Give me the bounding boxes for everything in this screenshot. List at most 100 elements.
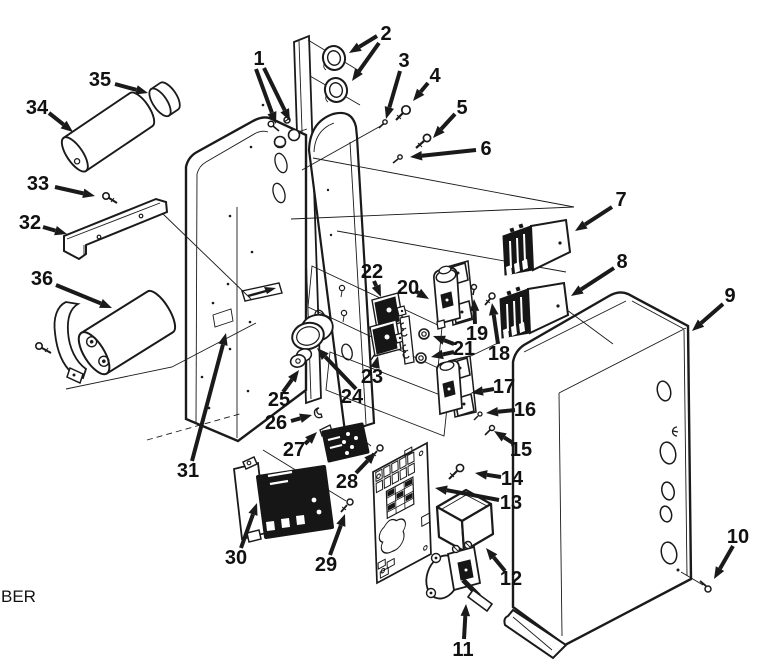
callout-34-number: 34 [26, 97, 49, 119]
screw-4 [395, 104, 412, 121]
cover-foot [503, 608, 568, 660]
callout-2-number: 2 [380, 23, 391, 45]
relay-8 [499, 281, 570, 339]
callout-10-number: 10 [727, 526, 749, 548]
callout-1-arrow-shaft [254, 68, 274, 114]
callout-34-arrow-head [60, 120, 73, 132]
clamp-35 [148, 81, 181, 118]
callout-11-number: 11 [452, 639, 473, 661]
clip-nut-strip [399, 315, 415, 365]
callout-32-arrow-head [54, 226, 67, 236]
callout-31-arrow-shaft [190, 344, 225, 462]
callout-31-arrow-head [218, 333, 228, 346]
callout-12-arrow-head [486, 548, 498, 561]
callout-36-number: 36 [31, 268, 53, 290]
callout-1-arrow-head [280, 108, 290, 121]
callout-1-number: 1 [253, 48, 264, 70]
callout-3-arrow-shaft [387, 70, 402, 109]
callout-10-arrow-shaft [718, 545, 735, 570]
callout-22-arrow-head [371, 284, 381, 297]
callout-26-arrow-head [299, 413, 312, 423]
callout-25-number: 25 [268, 389, 290, 411]
callout-9-arrow-head [692, 319, 705, 331]
callout-6-arrow-head [410, 150, 423, 161]
switch-17 [436, 355, 477, 418]
rivet-holes [200, 103, 265, 410]
callout-24-arrow-head [317, 348, 329, 361]
door-panel [307, 111, 376, 434]
screw-16 [473, 411, 483, 421]
callout-12-arrow-shaft [492, 555, 507, 573]
callout-17-number: 17 [493, 376, 515, 398]
callout-9-arrow-shaft [699, 302, 725, 325]
callout-layer: 1234567891011121314151617181920212223242… [19, 23, 749, 661]
callout-20-arrow-head [416, 288, 429, 299]
screw-3 [378, 119, 388, 129]
callout-29-arrow-shaft [328, 524, 343, 556]
screw-29 [340, 498, 354, 513]
callout-13-arrow-shaft [446, 488, 500, 502]
callout-19-arrow-shaft [472, 310, 477, 325]
screw-10 [699, 580, 712, 593]
callout-17-arrow-head [471, 386, 484, 396]
screw-15 [484, 424, 496, 436]
callout-35-arrow-head [135, 85, 148, 95]
screw-5 [415, 133, 432, 149]
callout-26-number: 26 [265, 412, 287, 434]
screw-14 [448, 463, 465, 480]
callout-20-number: 20 [397, 277, 419, 299]
callout-6-arrow-shaft [421, 148, 477, 158]
callout-29-number: 29 [315, 554, 337, 576]
callout-8-arrow-head [571, 285, 584, 296]
callout-24-number: 24 [341, 386, 364, 408]
capacitor-36 [53, 290, 177, 385]
callout-14-arrow-head [475, 470, 488, 480]
screw-33 [102, 192, 118, 204]
bracket-32 [63, 197, 169, 261]
callout-21-arrow-head [433, 335, 446, 345]
rocker-switch-23 [369, 319, 405, 361]
callout-35-number: 35 [89, 69, 111, 91]
callout-27-arrow-head [305, 432, 317, 444]
callout-23-number: 23 [361, 366, 383, 388]
callout-9-number: 9 [724, 285, 735, 307]
callout-5-arrow-head [433, 125, 445, 138]
callout-8-arrow-shaft [579, 266, 616, 292]
button-25 [289, 348, 313, 368]
callout-36-arrow-head [99, 299, 112, 308]
callout-7-number: 7 [615, 189, 626, 211]
callout-2-arrow-shaft [358, 34, 379, 49]
callout-26-arrow-shaft [290, 416, 302, 423]
callout-21-number: 21 [453, 338, 475, 360]
terminal-studs-1 [267, 116, 308, 149]
callout-5-number: 5 [456, 97, 467, 119]
callout-2-arrow-shaft [357, 41, 381, 73]
callout-7-arrow-head [575, 220, 588, 231]
callout-25-arrow-head [288, 370, 299, 383]
callout-36-arrow-shaft [55, 283, 102, 306]
callout-19-number: 19 [466, 323, 488, 345]
callout-33-arrow-shaft [54, 185, 84, 196]
circuit-board-13 [372, 441, 432, 585]
callout-28-number: 28 [336, 471, 358, 493]
callout-15-number: 15 [510, 439, 532, 461]
callout-30-number: 30 [225, 547, 247, 569]
hour-meter-24 [291, 313, 334, 351]
bushing-nuts-21 [415, 328, 430, 364]
contactor-20 [433, 260, 475, 330]
callout-21-arrow-shaft [442, 350, 455, 357]
callout-27-arrow-shaft [303, 439, 310, 446]
callout-27-number: 27 [283, 439, 305, 461]
callout-33-number: 33 [27, 173, 49, 195]
callout-3-number: 3 [398, 50, 409, 72]
callout-34-arrow-shaft [47, 111, 65, 127]
callout-32-arrow-shaft [42, 225, 57, 233]
callout-29-arrow-head [336, 514, 346, 527]
callout-25-arrow-shaft [281, 378, 294, 394]
callout-28-arrow-head [364, 452, 376, 464]
callout-15-arrow-head [494, 431, 507, 442]
relay-7 [502, 218, 572, 276]
cover-box [503, 291, 693, 660]
callout-5-arrow-shaft [439, 112, 457, 131]
